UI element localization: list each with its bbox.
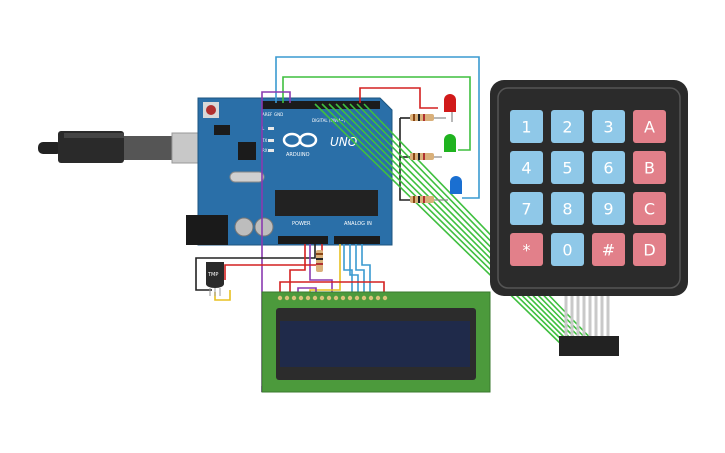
reset-button[interactable] bbox=[206, 105, 216, 115]
keypad-key-1[interactable]: 1 bbox=[510, 110, 543, 143]
lcd-pin bbox=[354, 295, 360, 301]
wires bbox=[195, 56, 601, 392]
keypad-key-hash[interactable]: # bbox=[592, 233, 625, 266]
wire-green-led bbox=[282, 76, 471, 151]
keypad-key-label: 2 bbox=[562, 118, 572, 137]
keypad-key-label: 5 bbox=[562, 159, 572, 178]
keypad-key-label: 6 bbox=[603, 159, 613, 178]
l-label: L bbox=[262, 126, 265, 131]
arduino-logo: ARDUINO bbox=[282, 132, 318, 158]
keypad-key-4[interactable]: 4 bbox=[510, 151, 543, 184]
wire-blue-led bbox=[275, 56, 480, 199]
analog-label: ANALOG IN bbox=[344, 221, 372, 227]
lcd-pin bbox=[368, 295, 374, 301]
lcd-pin bbox=[326, 295, 332, 301]
arduino-board: AREF GND DIGITAL (PWM~) ARDUINO UNO TX R… bbox=[186, 97, 393, 246]
keypad-key-a[interactable]: A bbox=[633, 110, 666, 143]
lcd-pin bbox=[361, 295, 367, 301]
usb-cable bbox=[38, 131, 209, 164]
lcd-screen bbox=[280, 321, 470, 367]
tx-label: TX bbox=[261, 138, 267, 143]
lcd-pin bbox=[347, 295, 353, 301]
power-jack bbox=[186, 215, 228, 245]
lcd-display bbox=[261, 291, 491, 393]
keypad-key-label: A bbox=[644, 118, 655, 137]
atmega-chip bbox=[275, 190, 378, 216]
keypad-key-label: 9 bbox=[603, 200, 613, 219]
keypad-key-label: 8 bbox=[562, 200, 572, 219]
keypad-key-0[interactable]: 0 bbox=[551, 233, 584, 266]
lcd-pin bbox=[284, 295, 290, 301]
keypad: 1 2 3 A 4 5 6 B 7 8 9 C * 0 # D bbox=[490, 80, 688, 356]
keypad-key-d[interactable]: D bbox=[633, 233, 666, 266]
resistor-green-led bbox=[410, 153, 434, 160]
temperature-sensor: TMP bbox=[206, 262, 224, 296]
power-header bbox=[278, 236, 328, 244]
wire-red-led bbox=[359, 87, 438, 109]
lcd-pin bbox=[333, 295, 339, 301]
sensor-label: TMP bbox=[207, 272, 218, 278]
keypad-key-6[interactable]: 6 bbox=[592, 151, 625, 184]
led-green bbox=[444, 134, 456, 152]
keypad-key-label: 4 bbox=[521, 159, 531, 178]
keypad-key-label: 1 bbox=[521, 118, 531, 137]
resistor-red-led bbox=[410, 114, 434, 121]
leds bbox=[434, 94, 462, 201]
keypad-key-label: 0 bbox=[562, 241, 572, 260]
arduino-name: ARDUINO bbox=[286, 152, 310, 158]
keypad-key-label: B bbox=[644, 159, 655, 178]
keypad-key-7[interactable]: 7 bbox=[510, 192, 543, 225]
keypad-key-label: # bbox=[602, 241, 615, 260]
keypad-key-8[interactable]: 8 bbox=[551, 192, 584, 225]
gnd-label: GND bbox=[274, 112, 283, 117]
lcd-pin bbox=[305, 295, 311, 301]
resistor-lcd bbox=[316, 250, 323, 272]
keypad-key-2[interactable]: 2 bbox=[551, 110, 584, 143]
keypad-connector bbox=[559, 336, 619, 356]
keypad-key-star[interactable]: * bbox=[510, 233, 543, 266]
resistor-blue-led bbox=[410, 196, 434, 203]
aref-label: AREF bbox=[262, 112, 273, 117]
resistors bbox=[316, 114, 434, 272]
lcd-pin bbox=[277, 295, 283, 301]
led-red bbox=[444, 94, 456, 112]
keypad-key-3[interactable]: 3 bbox=[592, 110, 625, 143]
power-label: POWER bbox=[292, 221, 311, 227]
digital-label: DIGITAL (PWM~) bbox=[312, 118, 346, 123]
lcd-pin bbox=[340, 295, 346, 301]
lcd-pin bbox=[375, 295, 381, 301]
led-blue bbox=[450, 176, 462, 194]
lcd-pin bbox=[298, 295, 304, 301]
analog-header bbox=[334, 236, 380, 244]
keypad-key-9[interactable]: 9 bbox=[592, 192, 625, 225]
lcd-pin bbox=[312, 295, 318, 301]
digital-header bbox=[262, 101, 380, 109]
keypad-key-label: D bbox=[643, 241, 655, 260]
keypad-key-label: C bbox=[644, 200, 655, 219]
rx-label: RX bbox=[262, 148, 268, 153]
lcd-pin bbox=[382, 295, 388, 301]
keypad-key-label: * bbox=[523, 241, 531, 260]
keypad-key-label: 7 bbox=[521, 200, 531, 219]
keypad-key-c[interactable]: C bbox=[633, 192, 666, 225]
keypad-key-5[interactable]: 5 bbox=[551, 151, 584, 184]
keypad-key-b[interactable]: B bbox=[633, 151, 666, 184]
keypad-key-label: 3 bbox=[603, 118, 613, 137]
lcd-pin bbox=[291, 295, 297, 301]
lcd-pin bbox=[319, 295, 325, 301]
